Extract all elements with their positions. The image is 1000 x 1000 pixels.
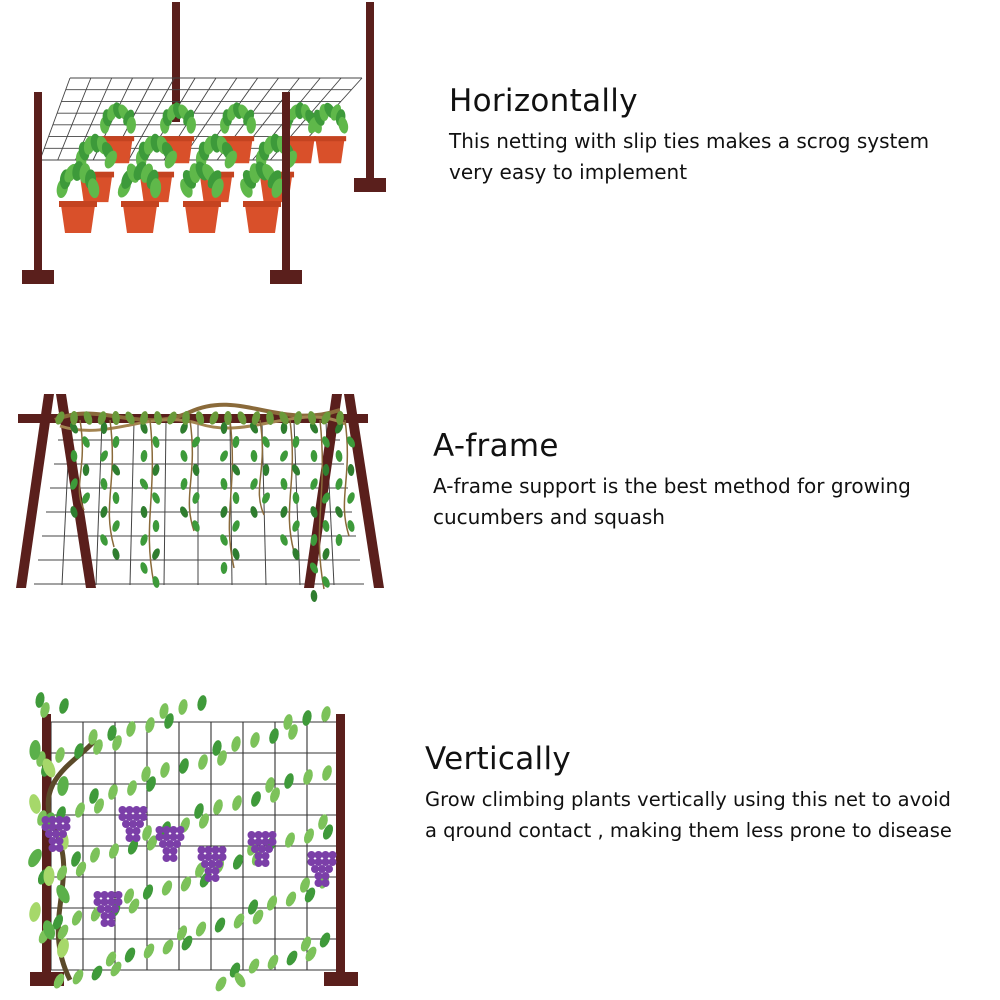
section-description: This netting with slip ties makes a scro…	[449, 126, 929, 188]
description-line: cucumbers and squash	[433, 505, 665, 530]
section-horizontally: Horizontally This netting with slip ties…	[449, 83, 929, 188]
description-line: This netting with slip ties makes a scro…	[449, 129, 930, 154]
description-line: a qround contact , making them less pron…	[425, 819, 952, 843]
a-frame-trellis-illustration	[16, 394, 384, 602]
section-a-frame: A-frame A-frame support is the best meth…	[433, 428, 911, 533]
section-vertically: Vertically Grow climbing plants vertical…	[425, 741, 952, 846]
section-description: A-frame support is the best method for g…	[433, 471, 911, 533]
vertical-trellis-illustration	[28, 692, 358, 992]
section-title: Horizontally	[449, 83, 638, 119]
section-description: Grow climbing plants vertically using th…	[425, 784, 952, 846]
description-line: very easy to implement	[449, 160, 688, 185]
description-line: Grow climbing plants vertically using th…	[425, 788, 951, 812]
section-title: Vertically	[425, 741, 571, 777]
description-line: A-frame support is the best method for g…	[433, 474, 911, 499]
horizontal-trellis-illustration	[22, 2, 386, 284]
section-title: A-frame	[433, 428, 559, 464]
